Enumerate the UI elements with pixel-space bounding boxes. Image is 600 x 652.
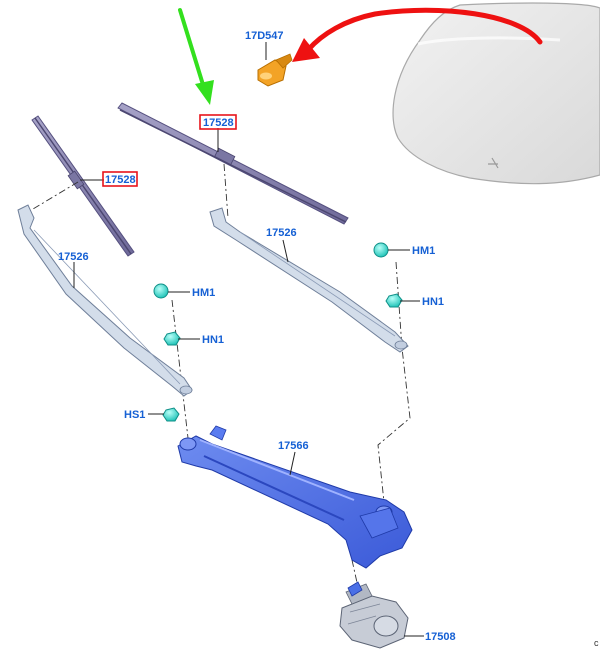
corner-mark: c: [594, 638, 599, 648]
nut-hs1[interactable]: [162, 407, 180, 422]
label-17D547[interactable]: 17D547: [245, 30, 284, 42]
wiper-motor-part[interactable]: [339, 581, 409, 649]
leader-arm-right: [282, 239, 289, 263]
label-17526-left[interactable]: 17526: [58, 251, 89, 263]
label-17528-left[interactable]: 17528: [105, 174, 136, 186]
cap-hm1-right[interactable]: [373, 242, 389, 258]
label-hn1-left[interactable]: HN1: [202, 334, 224, 346]
highlight-box-blade-main: [199, 114, 237, 130]
label-17566[interactable]: 17566: [278, 440, 309, 452]
label-hm1-right[interactable]: HM1: [412, 245, 435, 257]
label-17528-main[interactable]: 17528: [203, 117, 234, 129]
green-pointer-arrow: [178, 8, 214, 105]
red-pointer-arrow: [292, 7, 543, 62]
rain-sensor-part[interactable]: [257, 53, 293, 87]
nut-hn1-left[interactable]: [163, 331, 181, 346]
windshield-glass: [392, 2, 600, 185]
cap-hm1-left[interactable]: [153, 283, 169, 299]
nut-hn1-right[interactable]: [385, 293, 403, 308]
leader-linkage: [289, 451, 296, 476]
highlight-box-blade-left: [102, 171, 138, 187]
wiper-linkage-part[interactable]: [177, 425, 413, 569]
wiper-arm-right[interactable]: [209, 207, 409, 353]
wiper-blade-main[interactable]: [117, 102, 349, 225]
label-17508[interactable]: 17508: [425, 631, 456, 643]
label-17526-right[interactable]: 17526: [266, 227, 297, 239]
label-hs1[interactable]: HS1: [124, 409, 145, 421]
wiper-arm-left[interactable]: [17, 204, 193, 397]
wiper-blade-left[interactable]: [31, 115, 135, 257]
label-hn1-right[interactable]: HN1: [422, 296, 444, 308]
label-hm1-left[interactable]: HM1: [192, 287, 215, 299]
